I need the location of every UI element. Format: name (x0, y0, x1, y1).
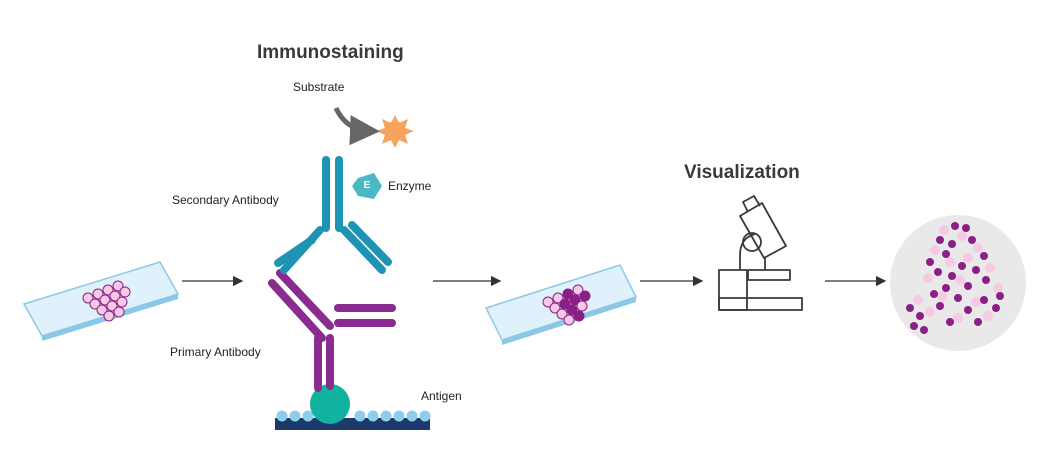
tissue-section-stained (542, 284, 591, 326)
substrate-arrow (333, 106, 380, 146)
slide-stained (484, 264, 638, 345)
microscope-icon (718, 195, 803, 311)
label-primary-antibody: Primary Antibody (170, 345, 261, 359)
secondary-antibody (274, 156, 392, 274)
primary-antibody (268, 269, 396, 392)
heading-immunostaining: Immunostaining (257, 42, 404, 63)
enzyme-shape (352, 173, 382, 199)
label-antigen: Antigen (421, 389, 462, 403)
label-substrate: Substrate (293, 80, 345, 94)
stained-sample-view (890, 215, 1026, 351)
heading-visualization: Visualization (684, 162, 800, 183)
label-secondary-antibody: Secondary Antibody (172, 193, 279, 207)
tissue-section-light (82, 280, 131, 322)
slide-unstained (22, 261, 180, 341)
enzyme-letter: E (363, 180, 371, 191)
label-enzyme: Enzyme (388, 179, 432, 193)
antigen-shape (310, 384, 350, 424)
membrane (275, 410, 431, 430)
substrate-shape (376, 115, 414, 148)
